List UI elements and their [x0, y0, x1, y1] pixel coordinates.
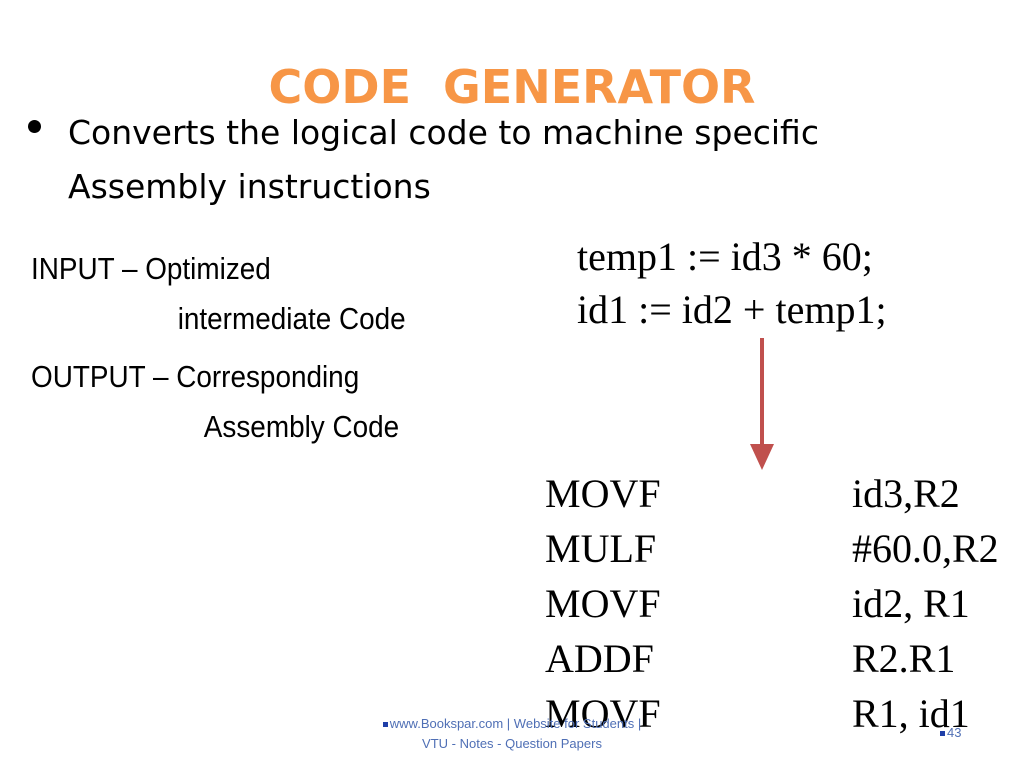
assembly-op: MULF [545, 526, 657, 571]
down-arrow-shaft [760, 338, 764, 448]
down-arrow-icon [750, 444, 774, 470]
input-label: INPUT – Optimized [31, 251, 271, 286]
input-description: INPUT – Optimized intermediate Code [31, 244, 406, 344]
assembly-arg: id2, R1 [852, 581, 970, 626]
footer-link[interactable]: www.Bookspar.com | Website for Students … [389, 716, 642, 731]
assembly-arg: R2.R1 [852, 636, 956, 681]
assembly-row: ADDF R2.R1 [545, 631, 1020, 686]
assembly-arg: id3,R2 [852, 471, 960, 516]
assembly-op: MOVF [545, 471, 661, 516]
code-line: id1 := id2 + temp1; [577, 287, 887, 332]
assembly-row: MOVF id3,R2 [545, 466, 1020, 521]
page-square-icon [940, 731, 945, 737]
footer-line: www.Bookspar.com | Website for Students … [367, 714, 657, 734]
assembly-op: MOVF [545, 581, 661, 626]
bullet-line: Assembly instructions [68, 167, 431, 206]
page-number: 43 [940, 725, 961, 740]
bullet-point: Converts the logical code to machine spe… [28, 106, 988, 214]
output-description: OUTPUT – Corresponding Assembly Code [31, 352, 399, 452]
output-detail: Assembly Code [203, 409, 400, 444]
footer: www.Bookspar.com | Website for Students … [367, 714, 657, 754]
assembly-op: MOVF [545, 691, 661, 736]
assembly-arg: #60.0,R2 [852, 526, 999, 571]
bullet-text: Converts the logical code to machine spe… [68, 106, 988, 214]
assembly-row: MULF #60.0,R2 [545, 521, 1020, 576]
bullet-line: Converts the logical code to machine spe… [68, 113, 819, 152]
code-line: temp1 := id3 * 60; [577, 234, 873, 279]
bullet-dot-icon [28, 120, 41, 133]
input-detail: intermediate Code [177, 301, 406, 336]
assembly-row: MOVF id2, R1 [545, 576, 1020, 631]
output-label: OUTPUT – Corresponding [31, 359, 360, 394]
intermediate-code: temp1 := id3 * 60; id1 := id2 + temp1; [577, 230, 887, 336]
assembly-code: MOVF id3,R2 MULF #60.0,R2 MOVF id2, R1 A… [545, 466, 1020, 741]
assembly-arg: R1, id1 [852, 691, 970, 736]
assembly-row: MOVF R1, id1 [545, 686, 1020, 741]
footer-square-icon [382, 722, 388, 728]
footer-line: VTU - Notes - Question Papers [422, 736, 602, 751]
page-number-text: 43 [947, 725, 962, 740]
assembly-op: ADDF [545, 636, 654, 681]
slide-title: CODE GENERATOR [268, 60, 756, 114]
